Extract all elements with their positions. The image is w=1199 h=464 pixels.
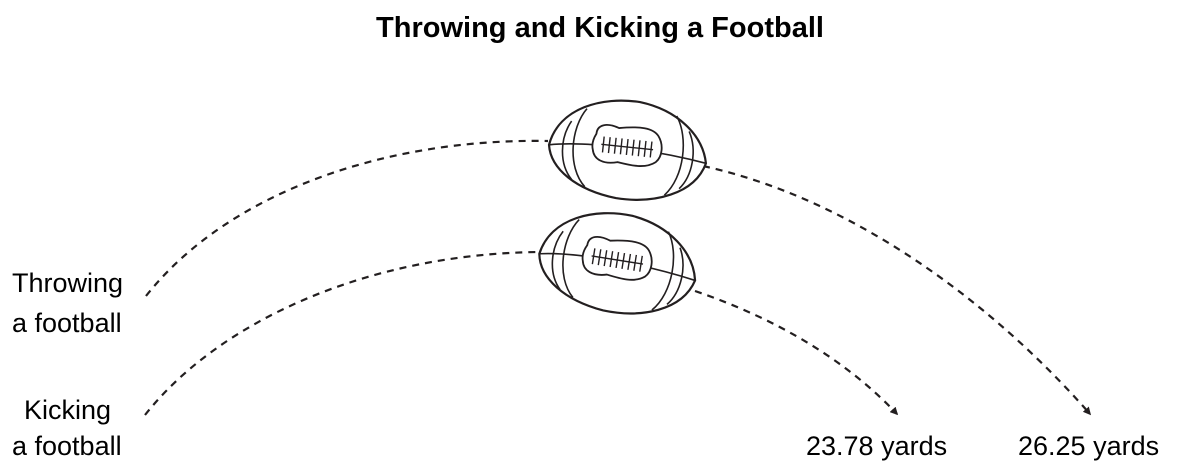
throwing-football-icon bbox=[544, 93, 711, 207]
kicking-distance-label: 23.78 yards bbox=[806, 431, 947, 461]
throwing-trajectory bbox=[146, 141, 548, 296]
kicking-label-line1: Kicking bbox=[24, 395, 111, 425]
throwing-distance-label: 26.25 yards bbox=[1018, 431, 1159, 461]
kicking-football-icon bbox=[532, 202, 703, 324]
kicking-trajectory-descent bbox=[695, 291, 897, 414]
throwing-label-line2: a football bbox=[12, 308, 122, 338]
kicking-trajectory bbox=[145, 252, 538, 415]
kicking-label-line2: a football bbox=[12, 431, 122, 461]
diagram-title: Throwing and Kicking a Football bbox=[376, 12, 824, 44]
throwing-label-line1: Throwing bbox=[12, 268, 123, 298]
throwing-trajectory-descent bbox=[703, 166, 1090, 414]
